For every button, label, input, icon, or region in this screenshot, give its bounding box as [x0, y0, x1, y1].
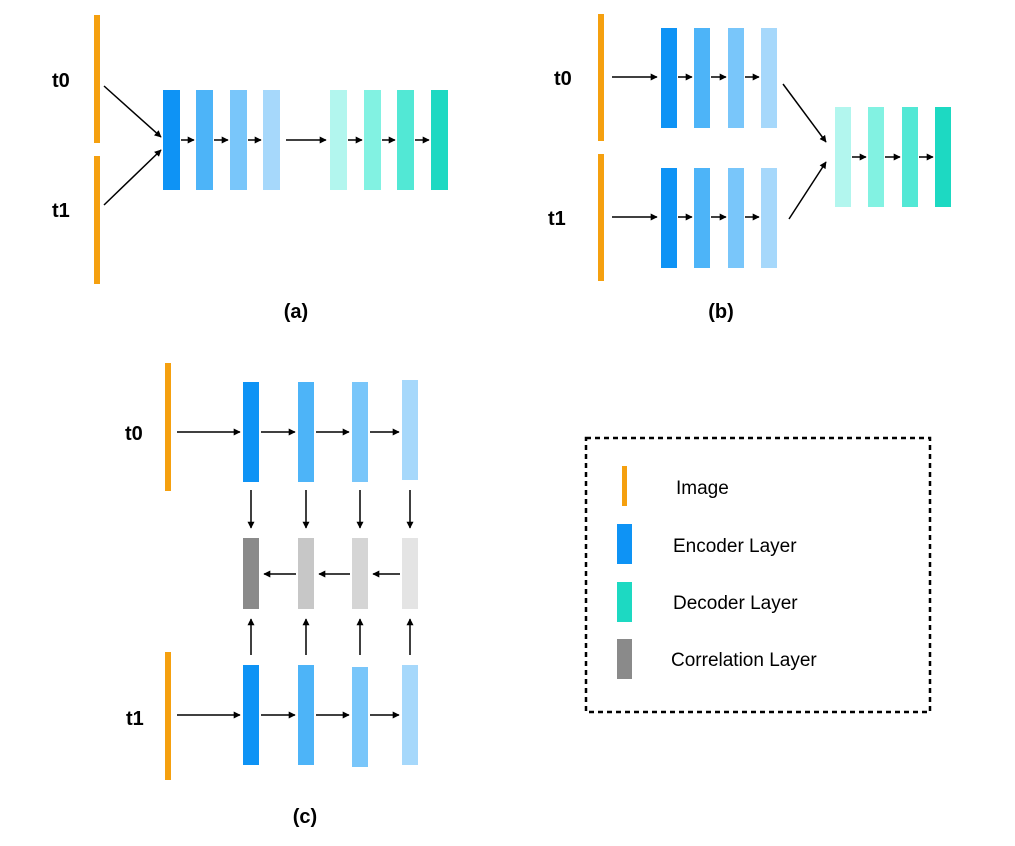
decoder-layer — [835, 107, 851, 207]
merge-arrow-top — [782, 83, 827, 143]
panel-caption: (c) — [293, 806, 317, 828]
correlation-layer — [402, 538, 418, 609]
image-bar-t0 — [598, 14, 604, 141]
encoder-layer — [243, 665, 259, 765]
legend-label-image: Image — [676, 478, 729, 499]
encoder-layer — [352, 382, 368, 482]
legend-swatch-image — [622, 466, 627, 506]
decoder-layer — [868, 107, 884, 207]
correlation-layer — [298, 538, 314, 609]
decoder-layer — [330, 90, 347, 190]
encoder-layer — [263, 90, 280, 190]
panel-caption: (a) — [284, 301, 308, 323]
encoder-layer — [402, 665, 418, 765]
legend-label-decoder: Decoder Layer — [673, 593, 798, 614]
t1-label: t1 — [126, 708, 144, 730]
image-bar-t1 — [94, 156, 100, 284]
image-bar-t0 — [165, 363, 171, 491]
encoder-layer — [163, 90, 180, 190]
encoder-layer — [196, 90, 213, 190]
encoder-layer — [402, 380, 418, 480]
t1-label: t1 — [548, 208, 566, 230]
image-bar-t1 — [165, 652, 171, 780]
encoder-layer — [761, 28, 777, 128]
legend-label-encoder: Encoder Layer — [673, 536, 797, 557]
encoder-layer — [694, 168, 710, 268]
input-arrow-t1 — [103, 149, 162, 206]
encoder-layer — [661, 28, 677, 128]
panel-c: t0 t1 — [125, 363, 418, 828]
t0-label: t0 — [554, 68, 572, 90]
correlation-layer — [243, 538, 259, 609]
panel-caption: (b) — [708, 301, 734, 323]
t0-label: t0 — [125, 423, 143, 445]
encoder-layer — [243, 382, 259, 482]
t0-label: t0 — [52, 70, 70, 92]
encoder-layer — [728, 28, 744, 128]
encoder-layer — [728, 168, 744, 268]
decoder-layer — [397, 90, 414, 190]
t1-label: t1 — [52, 200, 70, 222]
image-bar-t1 — [598, 154, 604, 281]
panel-a: t0 t1 (a) — [52, 15, 448, 323]
legend-box — [584, 436, 932, 714]
image-bar-t0 — [94, 15, 100, 143]
decoder-layer — [935, 107, 951, 207]
encoder-layer — [761, 168, 777, 268]
encoder-layer — [661, 168, 677, 268]
encoder-layer — [298, 382, 314, 482]
input-arrow-t0 — [103, 85, 162, 138]
panel-b: t0 t1 (b) — [548, 14, 951, 323]
decoder-layer — [364, 90, 381, 190]
correlation-layer — [352, 538, 368, 609]
encoder-layer — [352, 667, 368, 767]
legend-swatch-decoder — [617, 582, 632, 622]
decoder-layer — [431, 90, 448, 190]
merge-arrow-bottom — [788, 161, 827, 220]
encoder-layer — [298, 665, 314, 765]
legend: Image Encoder Layer Decoder Layer Correl… — [584, 436, 932, 714]
encoder-layer — [230, 90, 247, 190]
legend-swatch-encoder — [617, 524, 632, 564]
encoder-layer — [694, 28, 710, 128]
legend-swatch-correlation — [617, 639, 632, 679]
legend-label-correlation: Correlation Layer — [671, 650, 817, 671]
decoder-layer — [902, 107, 918, 207]
